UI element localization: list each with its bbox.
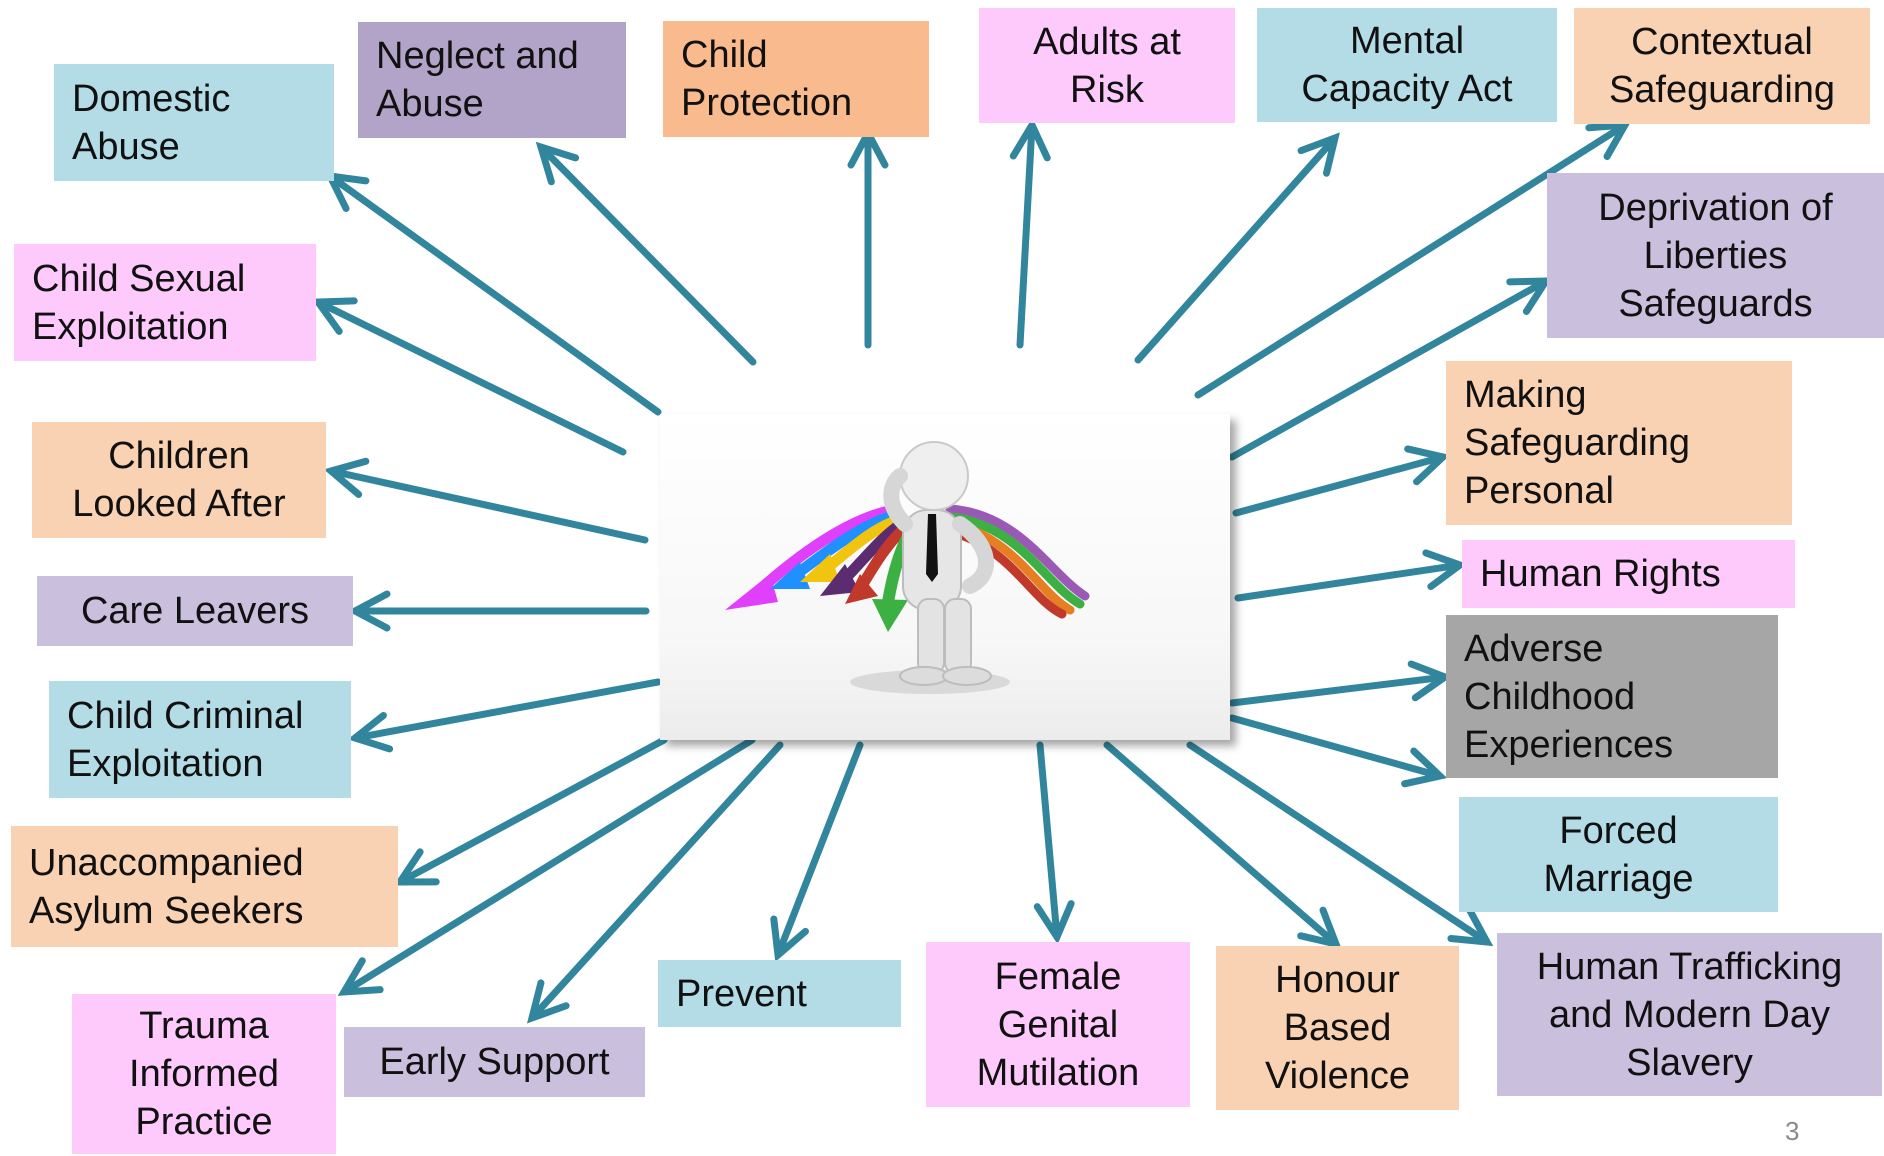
arrow-to-child-protection [847,125,889,349]
topic-line: Making [1464,374,1587,416]
topic-line: Informed [129,1053,279,1095]
topic-adverse-childhood-experiences: Adverse Childhood Experiences [1446,615,1778,778]
topic-line: Adverse [1464,627,1604,670]
topic-line: Childhood [1464,675,1636,718]
topic-line: Violence [1264,1055,1411,1097]
topic-line: Safeguarding [1464,422,1691,464]
topic-line: Neglect and [376,35,579,77]
arrow-to-human-rights [1234,549,1468,602]
arrow-to-deprivation-of-liberties [1228,277,1553,461]
arrow-to-female-genital-mutilation [1033,741,1075,945]
arrow-to-contextual-safeguarding [1194,121,1632,399]
topic-adults-at-risk: Adults at Risk [979,8,1235,123]
topic-line: Care Leavers [80,590,310,632]
arrow-to-unaccompanied-asylum [393,736,668,886]
topic-mental-capacity-act: Mental Capacity Act [1257,8,1557,122]
topic-honour-based-violence: Honour Based Violence [1216,946,1459,1110]
topic-child-protection: Child Protection [663,21,929,137]
topic-line: Contextual [1631,21,1813,63]
arrow-to-child-criminal-exploitation [347,678,662,753]
arrow-to-neglect-abuse [535,141,757,366]
topic-line: Slavery [1626,1041,1753,1084]
arrow-to-honour-based-violence [1103,741,1342,949]
topic-human-trafficking-and-modern-day-slavery: Human Trafficking and Modern Day Slavery [1497,933,1882,1096]
arrow-to-mental-capacity-act [1134,132,1340,364]
topic-line: Protection [681,82,853,124]
topic-line: Forced [1559,809,1678,852]
topic-female-genital-mutilation: Female Genital Mutilation [926,942,1190,1107]
topic-care-leavers: Care Leavers [37,576,353,646]
topic-unaccompanied-asylum-seekers: Unaccompanied Asylum Seekers [11,826,398,947]
topic-line: Early Support [379,1041,610,1083]
topic-contextual-safeguarding: Contextual Safeguarding [1574,8,1870,124]
topic-deprivation-of-liberties-safeguards: Deprivation of Liberties Safeguards [1547,173,1884,338]
topic-line: Abuse [72,125,180,168]
topic-line: Genital [997,1003,1119,1046]
topic-line: Child [681,34,768,76]
topic-domestic-abuse: Domestic Abuse [54,64,334,181]
topic-line: Asylum Seekers [29,889,304,932]
topic-line: Capacity Act [1301,68,1513,110]
arrow-to-human-trafficking [1186,741,1494,947]
topic-line: Deprivation of [1598,186,1833,229]
topic-line: Risk [1070,68,1144,111]
topic-line: Trauma [139,1005,269,1047]
topic-line: Practice [135,1101,273,1143]
topic-line: Unaccompanied [29,841,304,884]
topic-line: Mental [1349,20,1465,62]
topic-line: Mutilation [976,1051,1140,1094]
topic-line: Looked After [72,483,286,525]
topic-line: Adults at [1033,20,1181,63]
arrow-to-trauma-informed [337,736,756,996]
arrow-to-child-sexual-exploitation [311,297,627,456]
topic-line: Prevent [676,972,807,1015]
arrow-to-prevent [770,741,864,962]
topic-prevent: Prevent [658,960,901,1027]
topic-line: Child Criminal [67,694,304,737]
topic-forced-marriage: Forced Marriage [1459,797,1778,912]
topic-line: Exploitation [67,742,264,785]
topic-neglect-and-abuse: Neglect and Abuse [358,22,626,138]
topic-line: Children [108,435,250,477]
topic-line: Based [1283,1007,1392,1049]
topic-human-rights: Human Rights [1462,540,1795,608]
topic-children-looked-after: Children Looked After [32,422,326,538]
topic-line: Child Sexual [32,257,246,300]
arrow-to-adverse-childhood-lower [1228,714,1448,788]
topic-line: Personal [1464,470,1614,512]
topic-line: and Modern Day [1549,993,1830,1036]
page-number: 3 [1785,1116,1800,1146]
topic-line: Domestic [72,77,231,120]
topic-line: Human Rights [1480,553,1721,595]
topic-line: Experiences [1464,723,1674,766]
person-with-colourful-arrows-icon [725,441,1090,694]
arrow-to-care-leavers [347,590,650,632]
topic-child-criminal-exploitation: Child Criminal Exploitation [49,681,351,798]
topic-early-support: Early Support [344,1027,645,1097]
topic-child-sexual-exploitation: Child Sexual Exploitation [14,244,316,361]
topic-line: Honour [1275,959,1400,1001]
arrow-to-early-support [526,741,784,1024]
topic-making-safeguarding-personal: Making Safeguarding Personal [1446,361,1792,525]
arrow-to-children-looked-after [323,457,649,544]
arrow-to-adverse-childhood-upper [1228,660,1453,707]
topic-trauma-informed-practice: Trauma Informed Practice [72,994,336,1154]
topic-line: Liberties [1643,234,1788,277]
topic-line: Safeguarding [1608,69,1836,111]
center-image [660,414,1230,740]
arrow-to-making-safeguarding-personal [1232,445,1451,517]
topic-line: Exploitation [32,305,229,348]
topic-line: Female [994,955,1122,998]
topic-line: Human Trafficking [1536,945,1843,988]
topic-line: Safeguards [1618,282,1813,325]
topic-line: Abuse [376,83,484,125]
topic-line: Marriage [1543,857,1694,900]
arrow-to-adults-at-risk [1009,117,1051,349]
